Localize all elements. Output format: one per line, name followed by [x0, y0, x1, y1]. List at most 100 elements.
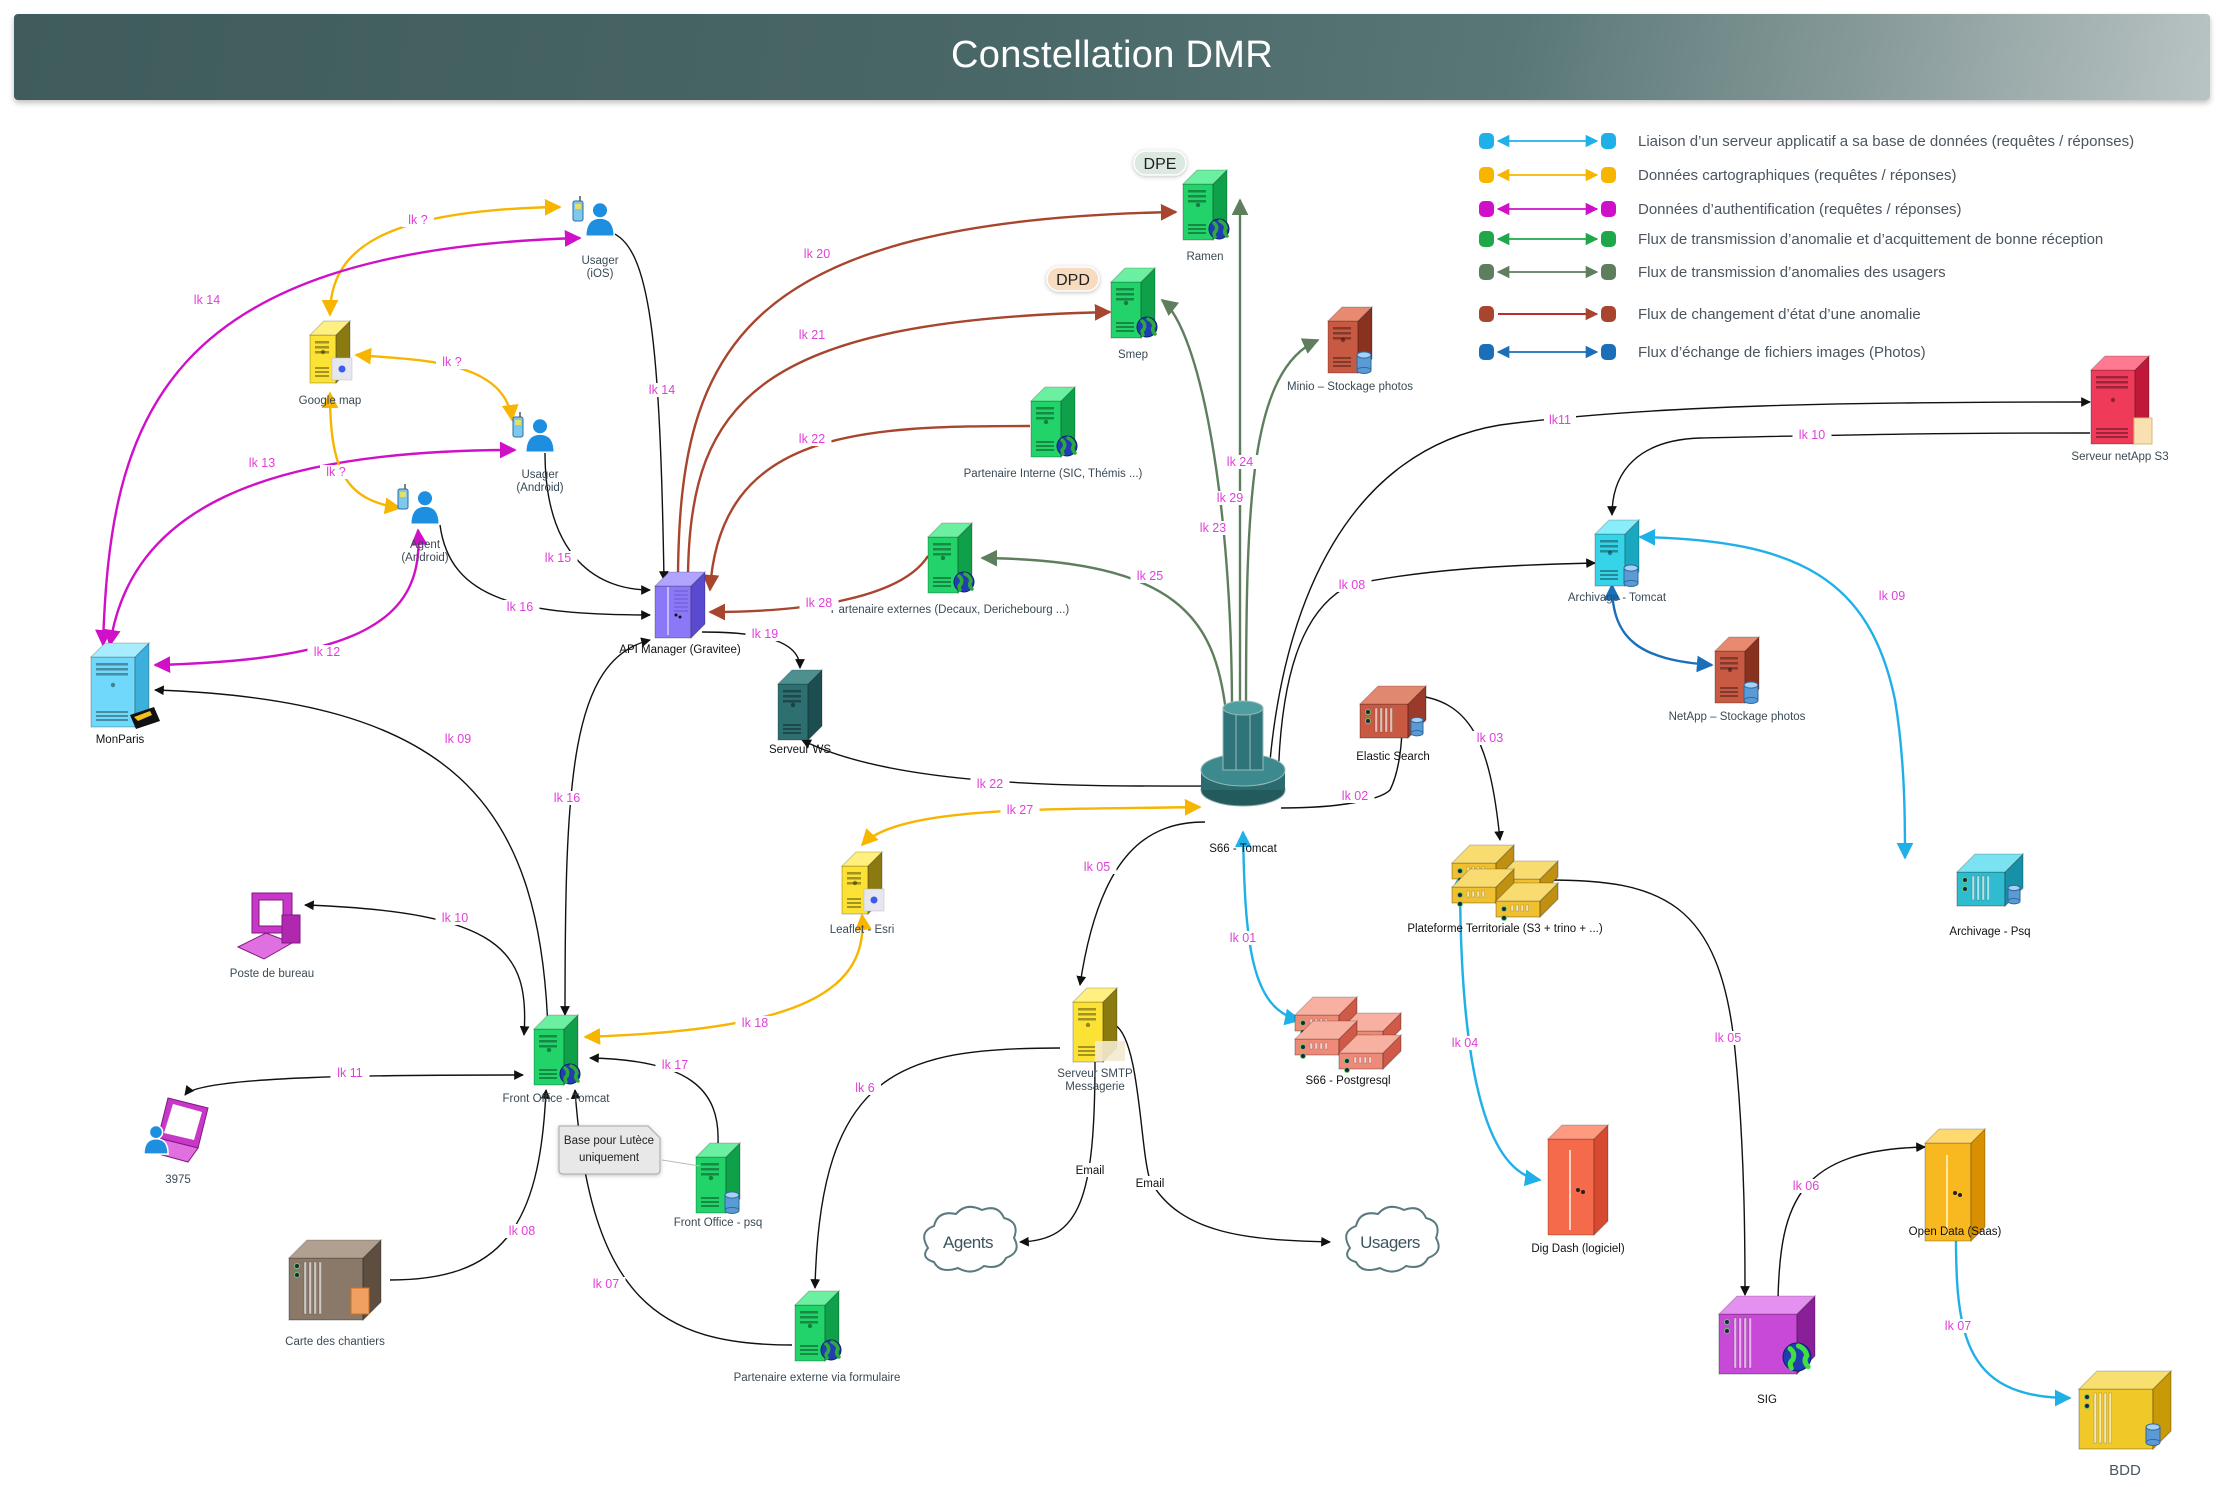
node-minio[interactable]: Minio – Stockage photos — [1287, 305, 1413, 393]
node-agent-android[interactable]: Agent(Android) — [397, 484, 449, 564]
node-leaflet[interactable]: Leaflet - Esri — [830, 850, 895, 936]
node-serveur-ws[interactable]: Serveur WS — [769, 668, 831, 756]
node-smep[interactable]: Smep — [1109, 266, 1158, 361]
node-carte-chantiers[interactable]: Carte des chantiers — [285, 1238, 385, 1348]
node-netapp-stockage[interactable]: NetApp – Stockage photos — [1669, 635, 1806, 723]
edge-e-lk07a[interactable] — [1947, 1215, 2072, 1407]
legend-label: Flux d’échange de fichiers images (Photo… — [1638, 344, 1926, 361]
edge-e-lk10a[interactable] — [1607, 432, 2091, 516]
edge-e-lk23[interactable] — [1160, 298, 1234, 713]
edge-e-lk15[interactable] — [544, 451, 651, 595]
edge-e-lk12[interactable] — [153, 528, 428, 674]
node-monparis[interactable]: MonParis — [89, 641, 160, 746]
edge-label: lk 25 — [1137, 569, 1163, 583]
edge-e-lk-q2[interactable] — [354, 347, 519, 422]
edge-e-lk14a[interactable] — [95, 230, 582, 647]
edge-e-lk22b[interactable] — [801, 739, 1226, 787]
edge-e-lk20[interactable] — [676, 203, 1178, 576]
node-elastic[interactable]: Elastic Search — [1356, 684, 1430, 763]
node-s66-tomcat[interactable]: S66 - Tomcat — [1200, 700, 1286, 855]
node-label: Open Data (Saas) — [1909, 1226, 2002, 1238]
edge-label: lk 01 — [1230, 931, 1256, 945]
node-open-data[interactable]: Open Data (Saas) — [1909, 1127, 2002, 1243]
edge-e-lk11a[interactable] — [1267, 397, 2091, 787]
edge-e-lk29[interactable] — [1244, 338, 1320, 713]
edge-e-lk17[interactable] — [589, 1053, 719, 1144]
edge-e-lk08a[interactable] — [1277, 558, 1596, 787]
edge-e-email1[interactable] — [1019, 1059, 1096, 1247]
red-db-icon — [1326, 305, 1374, 375]
node-serveur-netapp[interactable]: Serveur netApp S3 — [2071, 354, 2169, 463]
edge-e-lk09a[interactable] — [154, 685, 549, 1031]
node-archivage-tomcat[interactable]: Archivage - Tomcat — [1568, 518, 1667, 604]
edge-label-bg — [187, 293, 227, 307]
monparis-icon — [89, 641, 160, 729]
node-archivage-psq[interactable]: Archivage - Psq — [1949, 852, 2031, 938]
node-s66-postgresql[interactable]: S66 - Postgresql — [1293, 995, 1403, 1087]
node-label: BDD — [2109, 1462, 2141, 1479]
edge-e-lk-q1[interactable] — [321, 198, 562, 317]
edge-e-lk21[interactable] — [686, 303, 1112, 576]
edge-e-lk02[interactable] — [1280, 724, 1407, 809]
node-label: Plateforme Territoriale (S3 + trino + ..… — [1407, 923, 1603, 935]
edge-e-lk22a[interactable] — [702, 424, 1031, 592]
node-usagers-cloud[interactable]: Usagers — [1345, 1205, 1440, 1273]
edge-e-lk16a[interactable] — [439, 524, 651, 620]
node-label: (Android) — [516, 482, 563, 494]
edge-e-lk06[interactable] — [1777, 1142, 1926, 1301]
edge-e-lk16b[interactable] — [560, 637, 651, 1016]
legend-dot-right — [1601, 201, 1616, 217]
node-poste-bureau[interactable]: Poste de bureau — [230, 892, 314, 980]
node-google-map[interactable]: Google map — [299, 319, 362, 407]
edge-label: Email — [1136, 1178, 1165, 1190]
node-front-office-tomcat[interactable]: Front Office - Tomcat — [503, 1013, 611, 1105]
node-front-office-psq[interactable]: Front Office - psq — [674, 1141, 763, 1229]
node-dig-dash[interactable]: Dig Dash (logiciel) — [1531, 1123, 1625, 1255]
edge-e-email2[interactable] — [1114, 1024, 1331, 1247]
edge-e-lk14b[interactable] — [609, 231, 669, 581]
node-n3975[interactable]: 3975 — [142, 1097, 209, 1186]
node-label: S66 - Postgresql — [1305, 1075, 1390, 1087]
node-usager-android[interactable]: Usager(Android) — [512, 412, 564, 494]
node-plateforme[interactable]: Plateforme Territoriale (S3 + trino + ..… — [1407, 843, 1603, 935]
edge-label: lk ? — [408, 213, 428, 227]
edge-e-lk18[interactable] — [583, 913, 872, 1045]
legend-item-auth: Données d’authentification (requêtes / r… — [1479, 201, 1962, 218]
node-api-manager[interactable]: API Manager (Gravitee) — [619, 570, 741, 656]
edge-e-lk28[interactable] — [708, 555, 930, 621]
node-label: Serveur WS — [769, 744, 831, 756]
edge-label-bg — [655, 1058, 695, 1072]
node-sig[interactable]: SIG — [1717, 1294, 1817, 1406]
edge-e-lk10b[interactable] — [304, 900, 530, 1036]
edge-e-lk-q3[interactable] — [321, 391, 402, 515]
edge-label: lk 17 — [662, 1058, 688, 1072]
edge-e-lk13[interactable] — [103, 441, 517, 647]
green-web-icon — [1109, 266, 1158, 340]
pink-server-icon — [2089, 354, 2153, 446]
edge-e-lk08b[interactable] — [389, 1089, 551, 1281]
node-partenaire-externes[interactable]: Partenaire externes (Decaux, Derichebour… — [831, 521, 1070, 616]
edge-label: lk 29 — [1217, 491, 1243, 505]
node-partenaire-formulaire[interactable]: Partenaire externe via formulaire — [734, 1289, 901, 1384]
edge-e-photo[interactable] — [1603, 583, 1714, 673]
legend-label: Données cartographiques (requêtes / répo… — [1638, 167, 1957, 184]
edge-label: lk 14 — [649, 383, 675, 397]
edge-e-lk04[interactable] — [1451, 873, 1542, 1187]
node-agents-cloud[interactable]: Agents — [923, 1205, 1018, 1273]
edge-label: lk 04 — [1452, 1036, 1478, 1050]
node-ramen[interactable]: Ramen — [1181, 168, 1230, 263]
edge-e-lk09b[interactable] — [1638, 528, 1914, 860]
node-usager-ios[interactable]: Usager(iOS) — [572, 196, 619, 280]
edge-e-lk05a[interactable] — [1076, 821, 1206, 986]
edge-e-lk25[interactable] — [980, 549, 1228, 713]
tag-dpe: DPE — [1133, 150, 1187, 176]
legend-label: Données d’authentification (requêtes / r… — [1638, 201, 1962, 218]
edge-e-lk11b[interactable] — [184, 1070, 524, 1096]
node-bdd[interactable]: BDD — [2077, 1369, 2173, 1479]
edge-label-bg — [1000, 803, 1040, 817]
edge-e-lk27[interactable] — [860, 798, 1202, 847]
node-partenaire-interne[interactable]: Partenaire Interne (SIC, Thémis ...) — [964, 385, 1143, 480]
edge-e-lk01[interactable] — [1234, 830, 1302, 1026]
yellow-server-icon — [308, 319, 353, 385]
